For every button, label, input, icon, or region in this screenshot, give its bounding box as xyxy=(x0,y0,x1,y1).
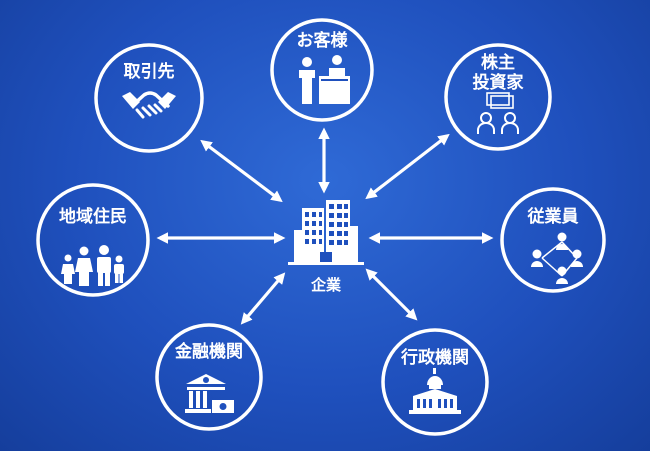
employee-network-icon xyxy=(531,232,583,284)
arrow-financial xyxy=(240,272,286,325)
node-customers: お客様 xyxy=(270,18,374,122)
center-node-company: 企業 xyxy=(288,200,364,294)
node-shareholders-label-1: 株主 xyxy=(481,52,515,73)
node-residents: 地域住民 xyxy=(36,183,150,297)
bank-icon xyxy=(185,374,234,413)
customer-service-counter-icon xyxy=(299,55,350,104)
government-building-icon xyxy=(409,368,461,414)
family-icon xyxy=(61,245,124,286)
arrow-partners xyxy=(200,139,283,203)
handshake-icon xyxy=(122,91,176,119)
node-shareholders: 株主 投資家 xyxy=(444,43,552,151)
node-residents-label: 地域住民 xyxy=(59,206,127,227)
node-shareholders-label-2: 投資家 xyxy=(473,72,524,93)
office-building-icon xyxy=(288,200,364,265)
node-government: 行政機関 xyxy=(381,328,489,436)
arrow-shareholders xyxy=(365,133,450,200)
node-customers-label: お客様 xyxy=(297,30,349,51)
node-partners-label: 取引先 xyxy=(124,61,175,82)
node-employees: 従業員 xyxy=(500,187,606,293)
center-label: 企業 xyxy=(310,276,342,294)
node-employees-label: 従業員 xyxy=(527,206,579,227)
node-financial-label: 金融機関 xyxy=(174,341,243,362)
arrow-government xyxy=(365,268,418,321)
node-financial: 金融機関 xyxy=(155,323,263,431)
node-government-label: 行政機関 xyxy=(400,347,469,368)
investors-money-icon xyxy=(477,92,519,134)
node-partners: 取引先 xyxy=(94,43,204,153)
